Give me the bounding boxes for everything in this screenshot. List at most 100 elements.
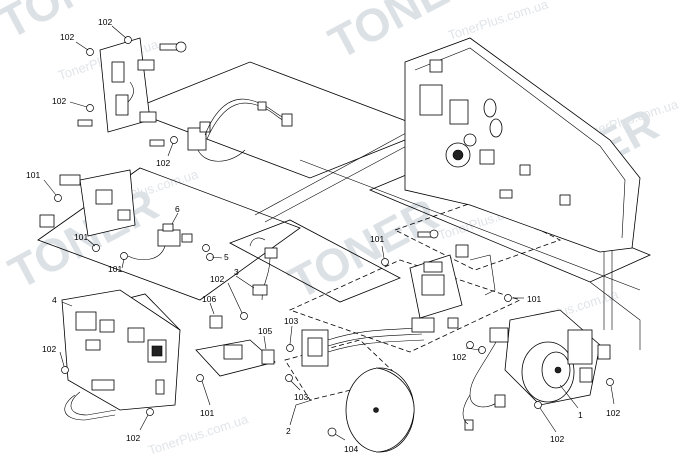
top-bracket-spring [127, 81, 134, 103]
switch-bracket [39, 169, 136, 237]
callout-101-ground: 101 [108, 264, 122, 274]
board-4-transformer [75, 311, 97, 331]
drum-roller-hub [373, 407, 379, 413]
upper-harness-plug [281, 113, 293, 127]
harness-2-wire-2 [327, 333, 423, 347]
switch-bracket-flange [59, 174, 81, 186]
plane-upper-harness [128, 61, 432, 179]
board-4-cap-block [127, 327, 145, 343]
board-4-chip [85, 339, 101, 351]
callout-101-sensor-right: 101 [527, 294, 541, 304]
switch-6-wire [127, 245, 166, 260]
drive-unit-1 [462, 309, 614, 431]
screw-upper-harness [170, 136, 178, 144]
drum-roller [327, 367, 415, 453]
drive-unit-gearbox [567, 329, 593, 365]
small-brackets [195, 315, 276, 382]
rail-line-3 [299, 159, 641, 291]
top-bracket-slot-1 [111, 61, 125, 83]
side-frame-flange [414, 47, 626, 239]
loose-screws [54, 36, 474, 416]
callout-101-mount: 101 [200, 408, 214, 418]
drive-unit-shaft [554, 366, 562, 374]
upper-switch-body [187, 127, 207, 151]
rail-line-1 [254, 119, 431, 216]
harness-3-wire [261, 257, 271, 301]
plane-mid-harness [229, 219, 401, 303]
control-board-4 [61, 289, 181, 421]
callout-106-bracket: 106 [202, 294, 216, 304]
callout-105-bracket: 105 [258, 326, 272, 336]
callout-1-drive: 1 [578, 410, 583, 420]
callout-102-top: 102 [98, 17, 112, 27]
callout-102-board: 102 [42, 344, 56, 354]
plane-frame-drop [589, 281, 641, 350]
upper-harness-wire-2 [206, 102, 288, 140]
frame-hole-1 [483, 98, 497, 118]
drive-unit-wire-plug [494, 394, 506, 408]
harness-2-plug [411, 317, 435, 333]
board-4-connector-pin [151, 345, 163, 357]
sensor-bracket-clip [455, 244, 469, 258]
harness-3-screw [240, 312, 248, 320]
screw-top-3 [86, 104, 94, 112]
callout-6-switch: 6 [175, 204, 180, 214]
frame-cutout-1 [419, 84, 443, 116]
switch-6-ground [120, 252, 128, 260]
callout-102-drive: 102 [452, 352, 466, 362]
screw-board-left [61, 366, 69, 374]
frame-gear-small [463, 133, 477, 147]
callout-101-bracket-low: 101 [74, 232, 88, 242]
top-bracket-tab-1 [137, 59, 155, 71]
switch-6-body [157, 229, 181, 247]
switch-bracket-window [95, 189, 113, 205]
drive-unit-wire-2 [462, 394, 471, 425]
board-4-cable-2 [70, 391, 117, 416]
harness-2-wire-1 [327, 327, 421, 341]
callout-4-board: 4 [52, 295, 57, 305]
upper-harness [149, 98, 293, 162]
callout-102-drive-right: 102 [606, 408, 620, 418]
drum-roller-screw [327, 427, 337, 437]
frame-cutout-3 [479, 149, 495, 165]
sensor-bracket-screw-2 [504, 294, 512, 302]
watermark-site-6: TonerPlus.com.ua [146, 411, 250, 458]
frame-hole-2 [489, 118, 503, 138]
callout-102-top-left: 102 [60, 32, 74, 42]
callout-2-harness: 2 [286, 426, 291, 436]
callout-labels: 102 102 102 102 101 6 101 101 5 3 102 4 … [26, 17, 620, 454]
bracket-106 [209, 315, 223, 329]
side-frame-plate [404, 37, 641, 253]
drum-roller-rim [375, 367, 415, 453]
switch-part-6 [120, 223, 214, 261]
switch-6-screw-1 [202, 244, 210, 252]
callout-104-roller: 104 [344, 444, 358, 454]
screw-bracket-left [54, 194, 62, 202]
frame-cutout-2 [449, 99, 469, 125]
top-bracket-pin [159, 41, 187, 53]
sensor-bracket-rod [469, 254, 496, 296]
board-4-ribbon-plug [91, 379, 115, 391]
callout-3-harness: 3 [234, 267, 239, 277]
callout-102-harness-3: 102 [210, 274, 224, 284]
top-bracket-tab-2 [139, 111, 157, 123]
frame-tab [429, 59, 443, 73]
switch-bracket-clip [39, 214, 55, 228]
upper-harness-clip [257, 101, 267, 111]
board-4-fuse [155, 379, 165, 395]
board-4-cable-1 [64, 394, 116, 421]
top-bracket-slot-2 [115, 94, 129, 116]
callout-102-harness: 102 [156, 158, 170, 168]
upper-harness-wire-1 [204, 98, 286, 136]
callout-103-lower: 103 [294, 392, 308, 402]
switch-6-lever [162, 223, 174, 232]
upper-switch-cap [199, 121, 211, 133]
bracket-105 [261, 349, 275, 365]
callout-103-upper: 103 [284, 316, 298, 326]
sensor-bracket-top [423, 261, 443, 273]
callout-102-drive-bottom: 102 [550, 434, 564, 444]
motor-harness-2 [285, 317, 435, 382]
drive-unit-wire-end [464, 419, 474, 431]
leader-lines [43, 25, 615, 441]
